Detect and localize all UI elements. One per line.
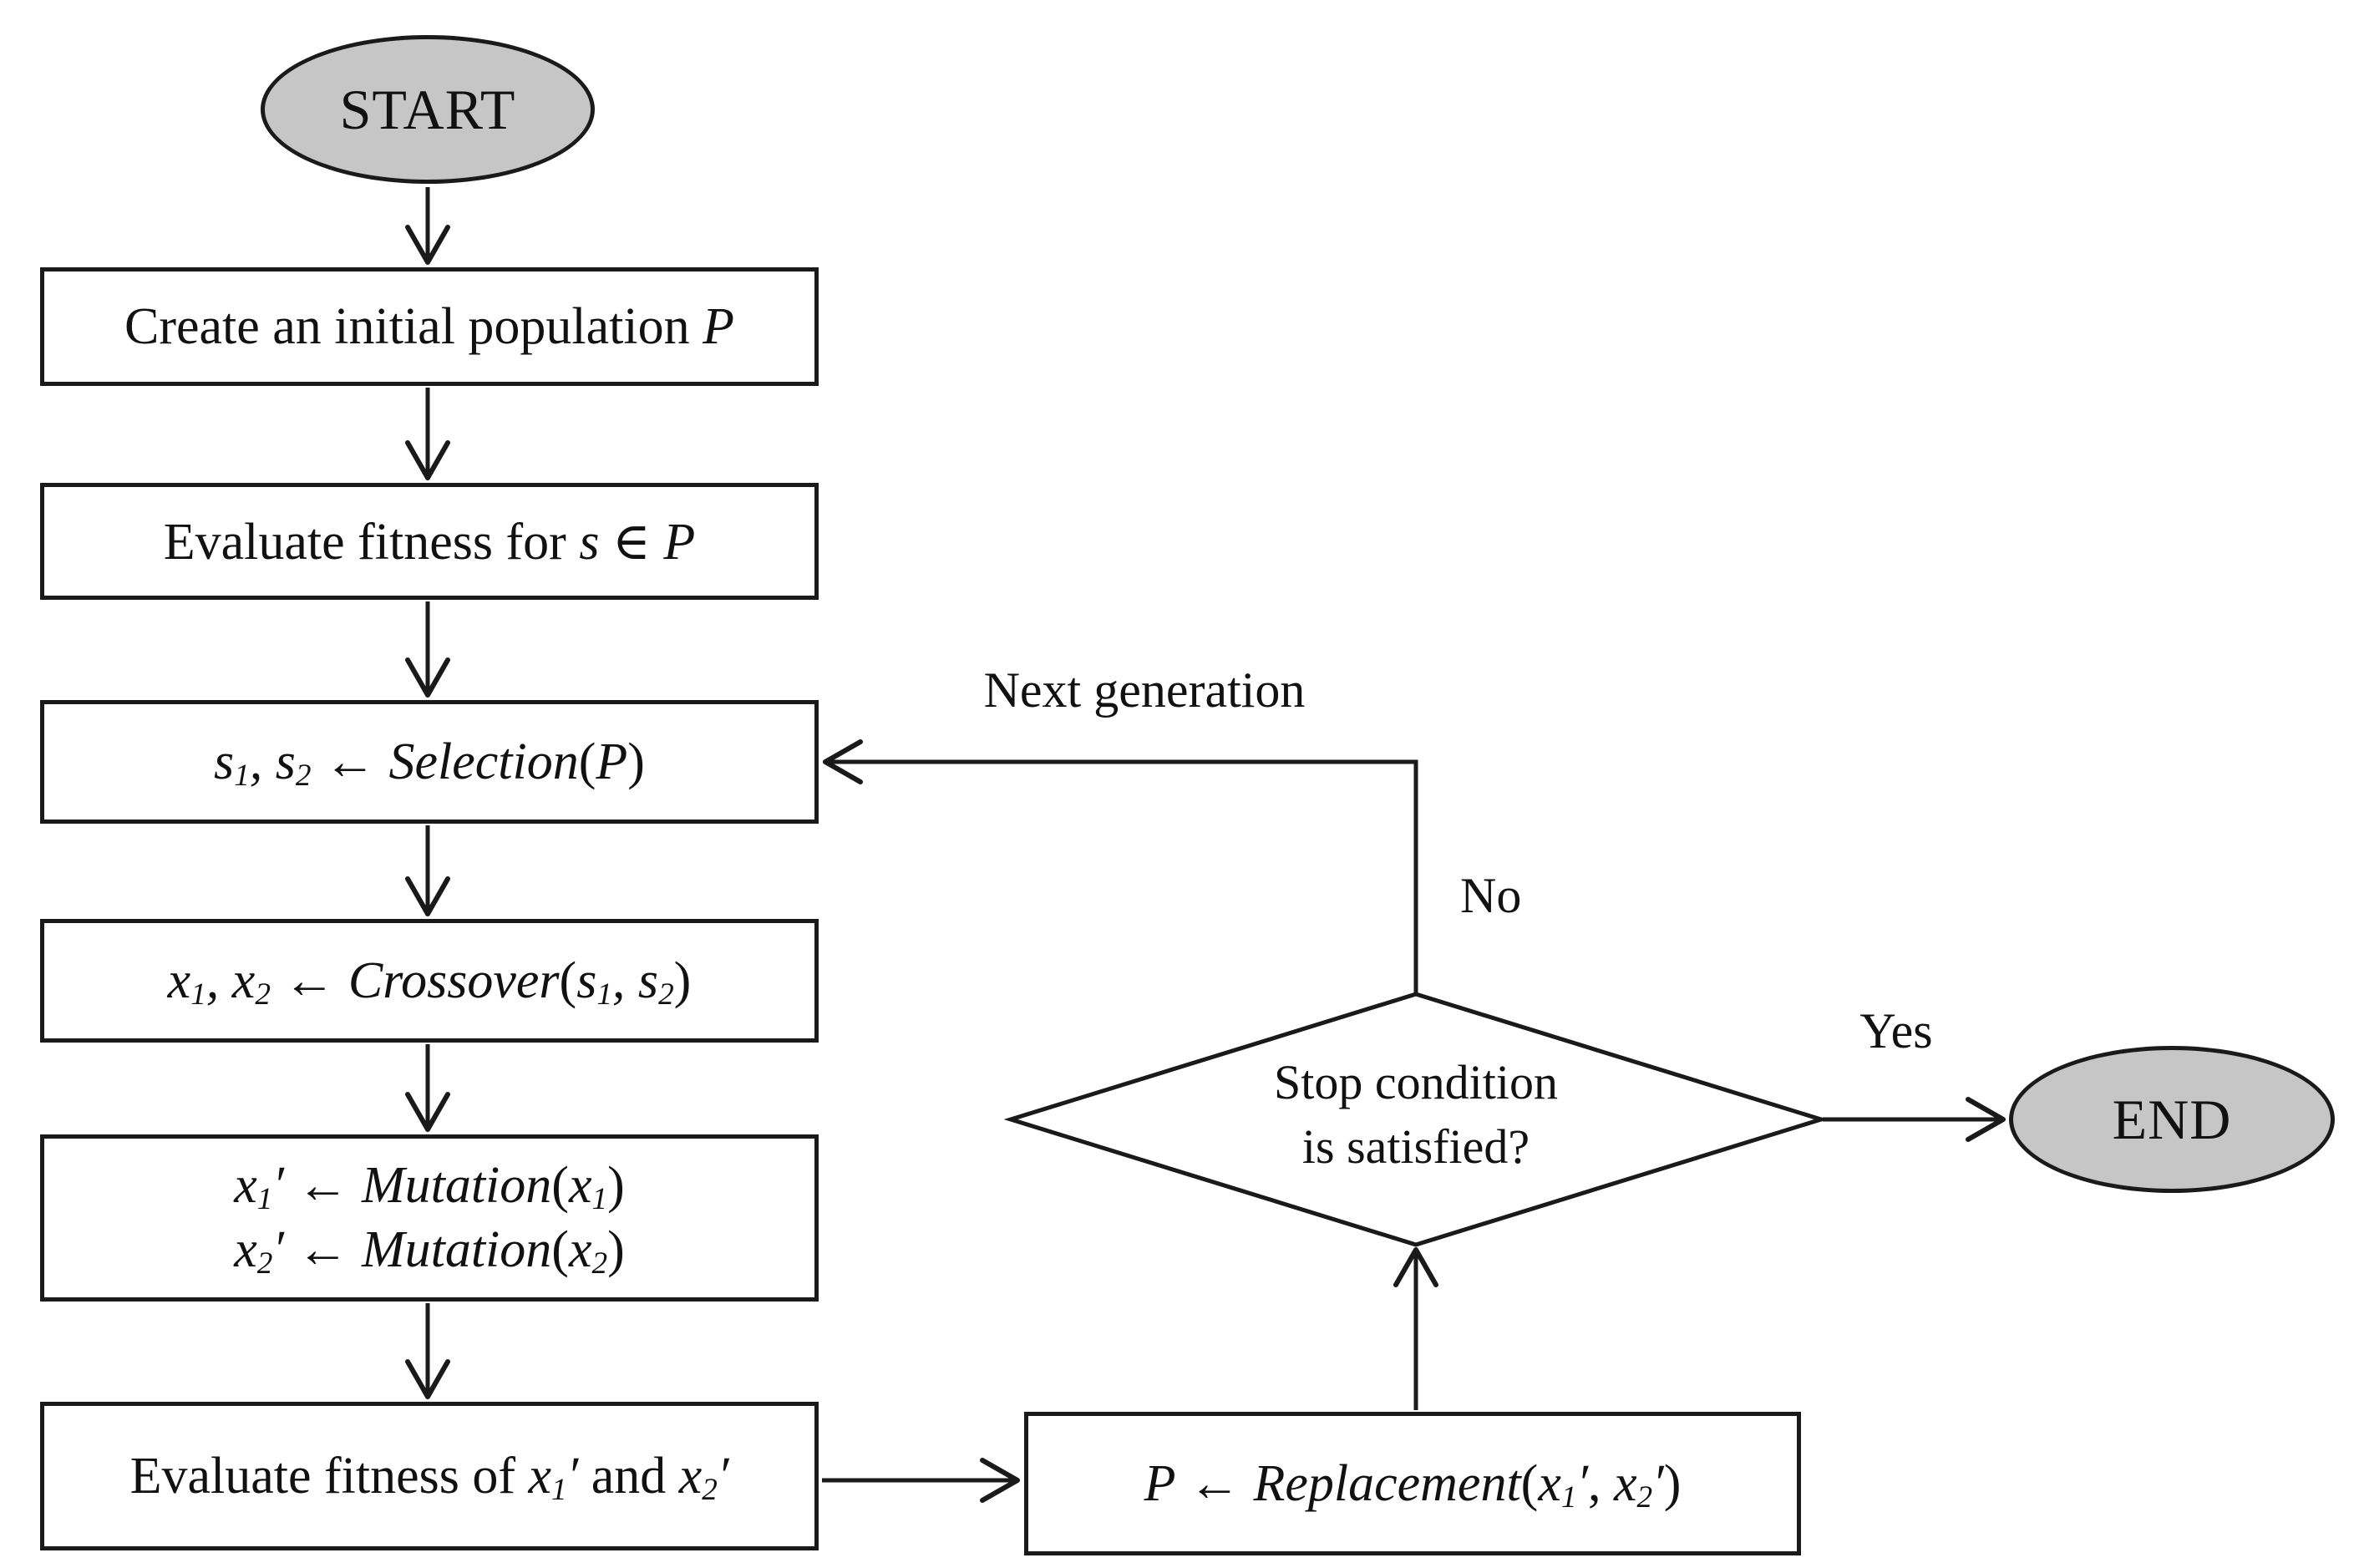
decision-line-2: is satisfied? [1301, 1119, 1530, 1174]
end-label: END [2112, 1087, 2232, 1151]
process-evaluate-fitness-offspring: Evaluate fitness of x1′ and x2′ [40, 1402, 819, 1550]
node-label: P ← Replacement(x1′, x2′) [1144, 1454, 1682, 1515]
process-crossover: x1, x2 ← Crossover(s1, s2) [40, 919, 819, 1043]
edge-label-yes: Yes [1859, 1003, 1933, 1058]
node-label: Evaluate fitness for s ∈ P [163, 514, 696, 571]
arrow-no-loop-to-selection [823, 739, 1418, 994]
decision-stop-condition: Stop condition is satisfied? [1124, 1051, 1708, 1179]
node-label: s1, s2 ← Selection(P) [214, 733, 645, 793]
decision-diamond-shape [1003, 992, 1829, 1247]
process-selection: s1, s2 ← Selection(P) [40, 700, 819, 824]
process-create-population: Create an initial population P [40, 267, 819, 386]
edge-label-next-generation: Next generation [983, 662, 1306, 718]
end-terminal: END [2009, 1046, 2335, 1193]
process-evaluate-fitness-population: Evaluate fitness for s ∈ P [40, 483, 819, 600]
node-label: x1, x2 ← Crossover(s1, s2) [167, 951, 692, 1012]
mutation-line-2: x2′ ← Mutation(x2) [234, 1221, 625, 1281]
process-replacement: P ← Replacement(x1′, x2′) [1024, 1412, 1801, 1555]
start-terminal: START [261, 35, 595, 184]
node-label: Evaluate fitness of x1′ and x2′ [129, 1447, 729, 1507]
node-label: x1′ ← Mutation(x1) x2′ ← Mutation(x2) [234, 1156, 624, 1280]
edge-label-no: No [1460, 868, 1522, 923]
process-mutation: x1′ ← Mutation(x1) x2′ ← Mutation(x2) [40, 1134, 819, 1302]
decision-line-1: Stop condition [1274, 1055, 1558, 1109]
mutation-line-1: x1′ ← Mutation(x1) [234, 1157, 625, 1217]
node-label: Create an initial population P [124, 297, 735, 355]
start-label: START [339, 77, 516, 141]
